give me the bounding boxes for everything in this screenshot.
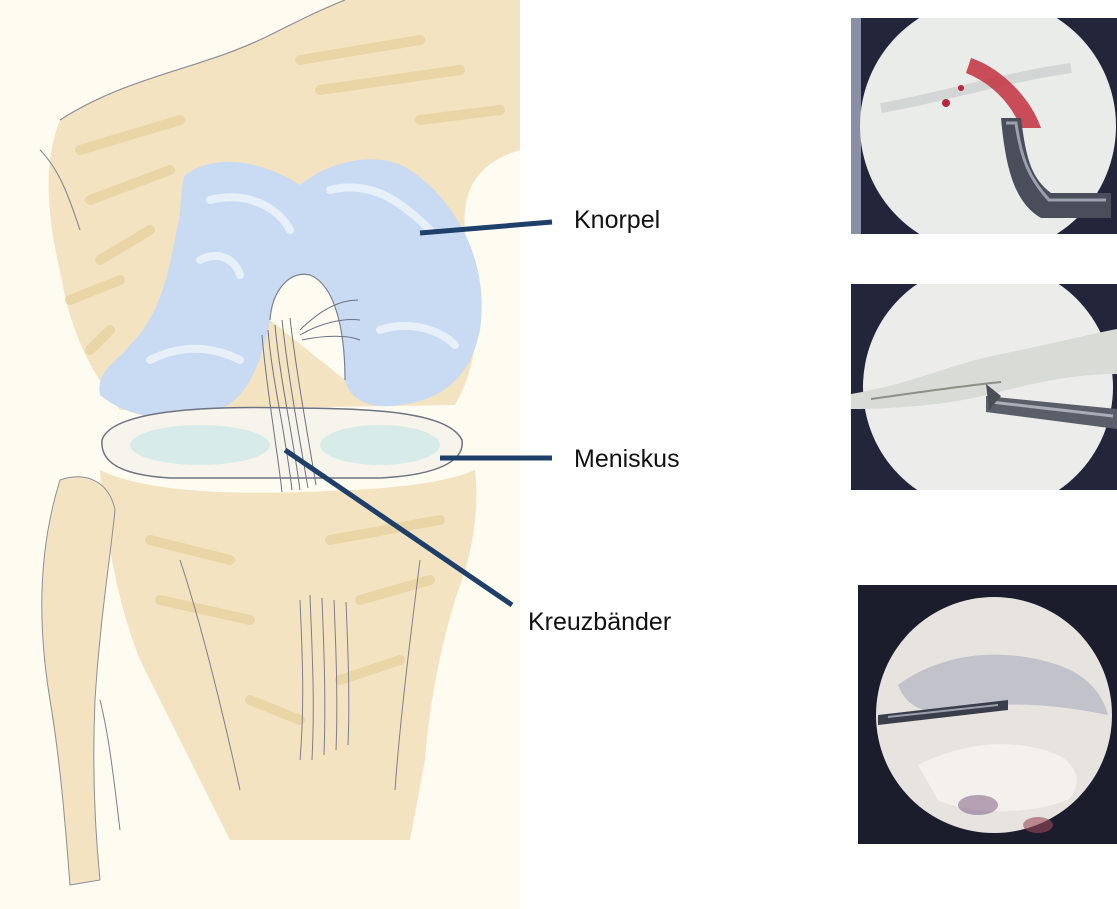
meniscus-label: Meniskus: [574, 445, 680, 474]
cartilage-label: Knorpel: [574, 206, 660, 235]
arthroscopy-photo-cartilage: [851, 18, 1117, 234]
arthroscopy-photo-cruciate-ligament: [858, 585, 1117, 844]
meniscus-medial: [130, 425, 270, 465]
cruciate-ligaments-label: Kreuzbänder: [528, 608, 671, 637]
arthroscopy-photo-meniscus: [851, 284, 1117, 490]
meniscus-lateral: [320, 425, 440, 465]
